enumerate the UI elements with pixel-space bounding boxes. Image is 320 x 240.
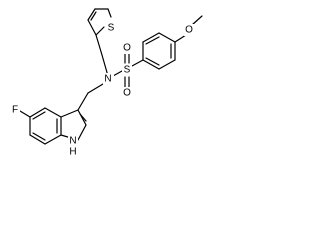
indole-nitrogen-label: N <box>69 136 76 147</box>
fluorine-label: F <box>12 105 18 116</box>
methylene-thiophene-link <box>95 34 109 77</box>
sulfonyl-oxygen-bottom-label: O <box>123 88 131 99</box>
sulfonyl-oxygen-top-label: O <box>123 43 131 54</box>
thiophene-sulfur-label: S <box>108 23 115 34</box>
methoxyphenyl-ring <box>142 32 176 70</box>
methoxy-oxygen-label: O <box>185 25 193 36</box>
atom-labels: F N H N S S O O O <box>11 22 195 157</box>
molecule-canvas: F N H N S S O O O <box>0 0 207 157</box>
ethyl-linker <box>77 83 104 111</box>
indole-benzene-ring <box>29 107 62 145</box>
thiophene-ring <box>87 8 112 36</box>
methoxy-bonds <box>174 15 203 43</box>
sulfonyl-sulfur-label: S <box>124 65 131 76</box>
sulfonamide-nitrogen-label: N <box>104 74 111 85</box>
n-s-bond <box>112 70 123 77</box>
chemical-structure-drawing: F N H N S S O O O <box>11 8 203 157</box>
indole-hydrogen-label: H <box>69 147 76 157</box>
fluoro-bond <box>19 110 31 118</box>
s-aryl-bond <box>131 59 144 67</box>
indole-pyrrole-ring <box>60 109 87 141</box>
